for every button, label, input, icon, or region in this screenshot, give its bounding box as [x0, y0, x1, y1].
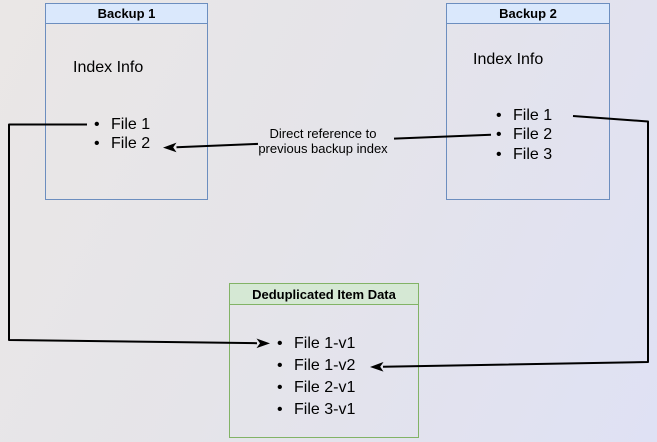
- backup1-index-info-label: Index Info: [73, 59, 144, 76]
- backup2-file-label: File 2: [513, 126, 553, 144]
- backup1-file-label: File 1: [111, 115, 151, 133]
- dedup-file-item: • File 1-v1: [277, 333, 355, 355]
- backup2-file-list: • File 1 • File 2 • File 3: [496, 106, 552, 165]
- direct-reference-annotation: Direct reference to previous backup inde…: [238, 126, 408, 156]
- bullet-icon: •: [496, 126, 502, 144]
- backup1-file-item: • File 1: [94, 115, 150, 135]
- bullet-icon: •: [277, 401, 283, 418]
- dedup-file-label: File 1-v2: [294, 357, 356, 374]
- backup1-box: Backup 1: [45, 3, 208, 200]
- backup2-box: Backup 2: [446, 3, 610, 200]
- dedup-file-item: • File 3-v1: [277, 399, 355, 421]
- dedup-header: Deduplicated Item Data: [230, 284, 418, 305]
- bullet-icon: •: [94, 115, 100, 133]
- backup1-file-list: • File 1 • File 2: [94, 115, 150, 154]
- backup1-header: Backup 1: [46, 4, 207, 24]
- dedup-file-label: File 1-v1: [294, 335, 356, 352]
- dedup-box: Deduplicated Item Data: [229, 283, 419, 438]
- bullet-icon: •: [94, 135, 100, 153]
- backup2-file-item: • File 1: [496, 106, 552, 126]
- annotation-line2: previous backup index: [258, 141, 388, 156]
- backup2-file-item: • File 3: [496, 145, 552, 165]
- backup2-file-label: File 1: [513, 106, 553, 124]
- dedup-file-item: • File 1-v2: [277, 355, 355, 377]
- backup1-file-label: File 2: [111, 135, 151, 153]
- bullet-icon: •: [277, 379, 283, 396]
- backup2-header: Backup 2: [447, 4, 609, 24]
- annotation-line1: Direct reference to: [269, 126, 377, 141]
- dedup-file-label: File 3-v1: [294, 401, 356, 418]
- dedup-file-item: • File 2-v1: [277, 377, 355, 399]
- backup1-file-item: • File 2: [94, 135, 150, 155]
- bullet-icon: •: [277, 357, 283, 374]
- backup2-index-info-label: Index Info: [473, 51, 544, 68]
- bullet-icon: •: [496, 106, 502, 124]
- backup2-file-label: File 3: [513, 145, 553, 163]
- backup2-file-item: • File 2: [496, 126, 552, 146]
- bullet-icon: •: [496, 145, 502, 163]
- bullet-icon: •: [277, 335, 283, 352]
- dedup-file-list: • File 1-v1 • File 1-v2 • File 2-v1 • File 3…: [277, 333, 355, 421]
- dedup-file-label: File 2-v1: [294, 379, 356, 396]
